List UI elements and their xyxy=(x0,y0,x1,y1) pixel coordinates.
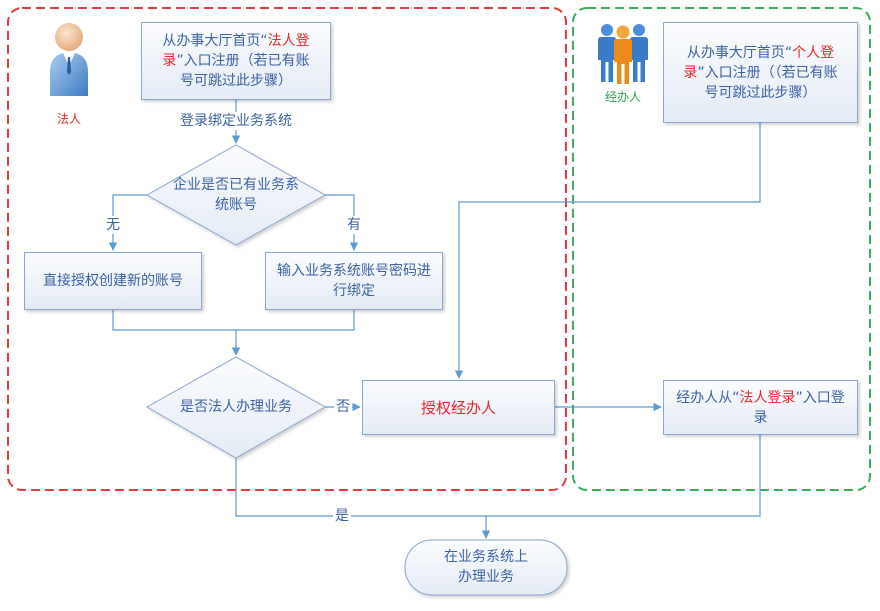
agent-label: 经办人 xyxy=(604,90,642,104)
agent-register-text: 从办事大厅首页“个人登录”入口注册（（若已有账号可跳过此步骤） xyxy=(678,43,843,103)
create-account-box: 直接授权创建新的账号 xyxy=(24,252,202,310)
branch-not-legal-label: 否 xyxy=(334,398,352,416)
agent-register-highlight: 个人登录 xyxy=(683,44,835,81)
connectors xyxy=(108,100,761,539)
branch-no-label: 无 xyxy=(104,216,122,234)
agent-login-text-before: 经办人从“ xyxy=(676,389,740,406)
legal-register-box: 从办事大厅首页“法人登录”入口注册（若已有账号可跳过此步骤） xyxy=(141,22,331,100)
create-account-text: 直接授权创建新的账号 xyxy=(43,273,183,289)
legal-person-frame xyxy=(7,7,567,491)
connector-agent-register-to-authorize xyxy=(454,123,761,379)
agent-register-text-before: 从办事大厅首页“ xyxy=(686,44,793,61)
is-legal-decision-text: 是否法人办理业务 xyxy=(180,399,292,415)
agent-register-text-after: ”入口注册（（若已有账号可跳过此步骤） xyxy=(697,64,838,101)
legal-register-text: 从办事大厅首页“法人登录”入口注册（若已有账号可跳过此步骤） xyxy=(156,31,316,91)
bind-system-label: 登录绑定业务系统 xyxy=(178,112,294,130)
legal-register-text-after: ”入口注册（若已有账号可跳过此步骤） xyxy=(176,53,310,89)
group-member-left xyxy=(598,24,616,82)
group-member-middle xyxy=(614,25,632,84)
person-head xyxy=(55,23,83,51)
legal-person-label: 法人 xyxy=(56,112,82,126)
branch-yes-label: 有 xyxy=(345,216,363,234)
branch-is-legal-label: 是 xyxy=(333,507,351,525)
agent-register-box: 从办事大厅首页“个人登录”入口注册（（若已有账号可跳过此步骤） xyxy=(663,22,858,123)
bind-account-text: 输入业务系统账号密码进行绑定 xyxy=(277,263,431,299)
legal-register-highlight: 法人登录 xyxy=(162,33,310,69)
has-account-diamond xyxy=(145,144,327,246)
legal-register-text-before: 从办事大厅首页“ xyxy=(162,33,268,49)
connector-is-legal xyxy=(235,435,761,517)
person-tie xyxy=(67,57,71,75)
connector-merge xyxy=(112,310,355,331)
handle-business-terminal xyxy=(404,539,568,596)
agent-login-highlight: 法人登录 xyxy=(739,389,796,406)
bind-account-box: 输入业务系统账号密码进行绑定 xyxy=(265,252,443,310)
agent-login-text: 经办人从“法人登录”入口登录 xyxy=(676,388,845,428)
group-member-right xyxy=(630,24,648,82)
group-icon xyxy=(598,24,648,84)
person-icon xyxy=(50,23,88,96)
handle-business-text: 在业务系统上办理业务 xyxy=(444,549,528,585)
agent-login-text-after: ”入口登录 xyxy=(753,389,845,426)
authorize-agent-text: 授权经办人 xyxy=(420,398,496,417)
has-account-decision-text: 企业是否已有业务系统账号 xyxy=(173,177,299,213)
authorize-agent-box: 授权经办人 xyxy=(362,380,555,435)
agent-login-box: 经办人从“法人登录”入口登录 xyxy=(663,380,858,435)
agent-frame xyxy=(572,7,871,491)
